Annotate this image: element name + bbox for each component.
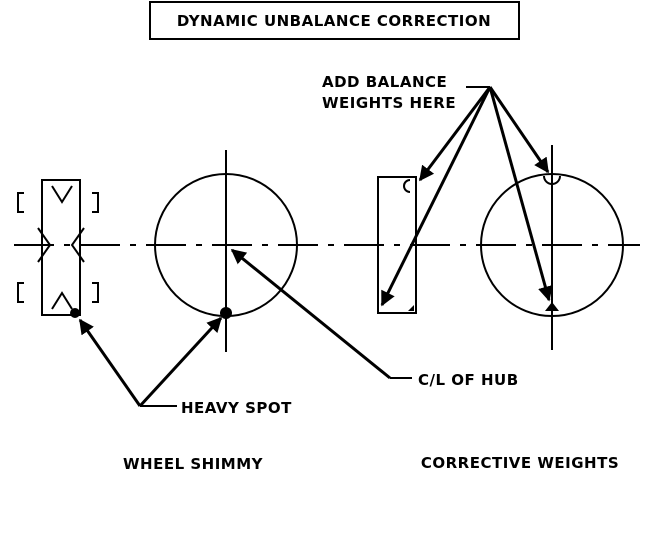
diagram-title: DYNAMIC UNBALANCE CORRECTION	[177, 12, 491, 30]
heavy-spot-leader-lines	[78, 316, 223, 408]
weight-marker-top	[403, 179, 411, 193]
weight-marker-wheel-top	[543, 175, 561, 185]
weight-marker-wheel-bottom	[545, 302, 559, 311]
heavy-spot-marker-front	[220, 307, 232, 319]
add-weights-label-line1: ADD BALANCE	[322, 73, 447, 91]
hub-centerline-leader	[230, 248, 412, 380]
left-wheel-front-view	[154, 150, 298, 352]
title-box: DYNAMIC UNBALANCE CORRECTION	[149, 1, 520, 40]
weight-marker-bottom	[408, 305, 414, 311]
hub-centerline-label: C/L OF HUB	[418, 371, 519, 389]
add-weights-label-line2: WEIGHTS HERE	[322, 94, 456, 112]
heavy-spot-label: HEAVY SPOT	[181, 399, 292, 417]
left-tire-side-view	[17, 179, 99, 318]
corrective-weights-caption: CORRECTIVE WEIGHTS	[421, 454, 619, 472]
add-weights-leader-lines	[380, 86, 553, 307]
right-wheel-front-view	[480, 145, 624, 350]
wheel-shimmy-caption: WHEEL SHIMMY	[123, 455, 264, 473]
heavy-spot-marker-side	[70, 308, 80, 318]
right-tire-side-view	[377, 176, 417, 314]
